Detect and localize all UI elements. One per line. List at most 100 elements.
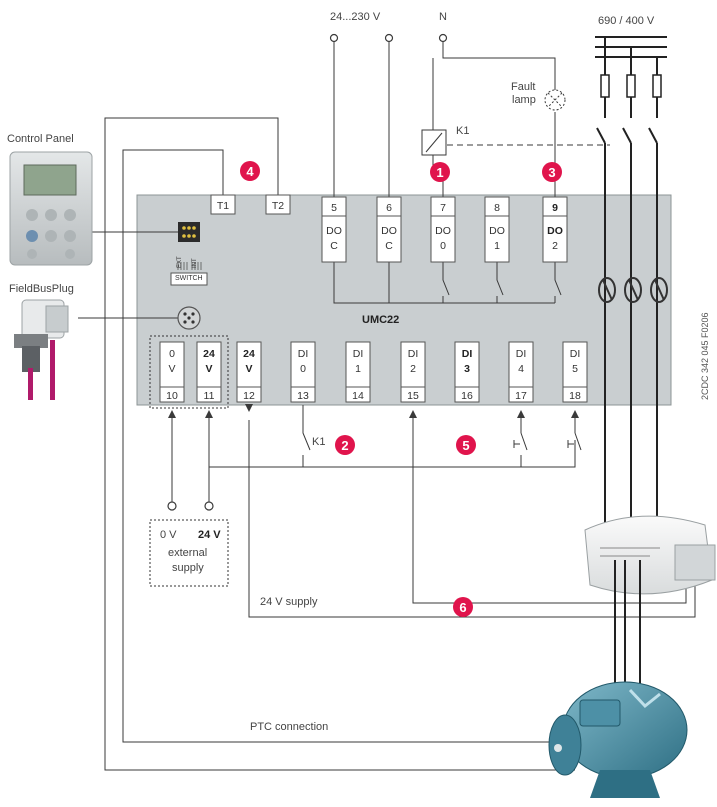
mains-busbars xyxy=(595,36,667,561)
terminal-18-line1: DI xyxy=(570,348,581,360)
terminal-18-line2: 5 xyxy=(572,363,578,375)
terminal-16-line1: DI xyxy=(462,348,473,360)
terminal-8-num: 8 xyxy=(494,202,500,214)
terminal-14-num: 14 xyxy=(352,390,364,402)
terminal-13: DI 0 13 xyxy=(290,341,316,403)
badge-3: 3 xyxy=(542,162,562,182)
terminal-6-line2: C xyxy=(385,240,393,252)
terminal-5-line1: DO xyxy=(326,225,342,237)
panel-port-icon xyxy=(178,222,200,242)
badge-5: 5 xyxy=(456,435,476,455)
control-panel-device xyxy=(9,151,93,266)
terminal-8-line1: DO xyxy=(489,225,505,237)
terminal-8-line2: 1 xyxy=(494,240,500,252)
fault-lamp-label-2: lamp xyxy=(512,94,536,106)
badge-3-label: 3 xyxy=(548,165,555,180)
switch-label: SWITCH xyxy=(175,275,203,282)
terminal-15: DI 2 15 xyxy=(400,341,426,403)
badge-2-label: 2 xyxy=(341,438,348,453)
terminal-12-num: 12 xyxy=(243,390,255,402)
terminal-t2: T2 xyxy=(265,194,291,215)
terminal-13-num: 13 xyxy=(297,390,309,402)
current-transformer xyxy=(584,515,716,595)
terminal-14-line1: DI xyxy=(353,348,364,360)
terminal-t2-label: T2 xyxy=(272,200,284,212)
terminal-18: DI 5 18 xyxy=(562,341,588,403)
terminal-15-line1: DI xyxy=(408,348,419,360)
terminal-17-line1: DI xyxy=(516,348,527,360)
mains-voltage-label: 690 / 400 V xyxy=(598,15,655,27)
terminal-17-line2: 4 xyxy=(518,363,524,375)
control-panel-label: Control Panel xyxy=(7,133,74,145)
neutral-label: N xyxy=(439,11,447,23)
terminal-10-num: 10 xyxy=(166,390,178,402)
relay-k1-label: K1 xyxy=(456,125,469,137)
motor-cables xyxy=(614,560,641,700)
terminal-14-line2: 1 xyxy=(355,363,361,375)
fieldbus-plug-device xyxy=(14,299,69,400)
badge-4: 4 xyxy=(240,161,260,181)
wires xyxy=(78,40,696,771)
terminal-14: DI 1 14 xyxy=(345,341,371,403)
terminal-7-line1: DO xyxy=(435,225,451,237)
terminal-5-line2: C xyxy=(330,240,338,252)
terminal-arrows xyxy=(168,404,579,418)
terminal-t1: T1 xyxy=(210,194,236,215)
terminal-8: 8 DO 1 xyxy=(484,196,510,263)
motor-icon xyxy=(548,681,688,798)
terminal-16-line2: 3 xyxy=(464,363,470,375)
switch-ext-label: EXT xyxy=(177,256,183,268)
current-loops xyxy=(598,277,668,303)
terminal-9: 9 DO 2 xyxy=(542,196,568,263)
terminal-18-num: 18 xyxy=(569,390,581,402)
terminal-6: 6 DO C xyxy=(376,196,402,263)
terminal-7: 7 DO 0 xyxy=(430,196,456,263)
ext-int-switch xyxy=(170,262,208,286)
terminal-13-line2: 0 xyxy=(300,363,306,375)
external-supply-box xyxy=(149,519,229,587)
badge-2: 2 xyxy=(335,435,355,455)
ext-supply-24v-label: 24 V xyxy=(198,529,221,541)
badge-1: 1 xyxy=(430,162,450,182)
supply-terminal-group xyxy=(149,335,229,409)
switch-int-label: INT xyxy=(192,258,198,268)
terminal-13-line1: DI xyxy=(298,348,309,360)
terminal-9-line1: DO xyxy=(547,225,563,237)
ext-supply-label-2: supply xyxy=(172,562,204,574)
supply-terminals xyxy=(167,33,448,511)
ext-supply-label-1: external xyxy=(168,547,207,559)
fault-lamp-icon xyxy=(544,89,566,111)
terminal-16-num: 16 xyxy=(461,390,473,402)
device-name-label: UMC22 xyxy=(362,314,399,326)
terminal-10: 0 V 10 xyxy=(159,341,185,403)
terminal-9-num: 9 xyxy=(552,202,558,214)
badge-6-label: 6 xyxy=(459,600,466,615)
terminal-10-line2: V xyxy=(168,363,175,375)
pushbutton-di5-icon xyxy=(567,432,582,467)
document-code-label: 2CDC 342 045 F0206 xyxy=(700,312,710,400)
terminal-12-line2: V xyxy=(245,363,252,375)
badge-1-label: 1 xyxy=(436,165,443,180)
badge-4-label: 4 xyxy=(246,164,254,179)
ac-supply-label: 24...230 V xyxy=(330,11,381,23)
ext-supply-0v-label: 0 V xyxy=(160,529,177,541)
terminal-12: 24 V 12 xyxy=(236,341,262,403)
terminal-9-line2: 2 xyxy=(552,240,558,252)
terminal-11-line2: V xyxy=(205,363,212,375)
fieldbus-port-icon xyxy=(177,306,201,330)
terminal-t1-label: T1 xyxy=(217,200,229,212)
terminal-5-num: 5 xyxy=(331,202,337,214)
fieldbus-plug-label: FieldBusPlug xyxy=(9,283,74,295)
terminal-17: DI 4 17 xyxy=(508,341,534,403)
terminal-15-line2: 2 xyxy=(410,363,416,375)
terminal-12-line1: 24 xyxy=(243,348,255,360)
badge-5-label: 5 xyxy=(462,438,469,453)
k1-contact-label: K1 xyxy=(312,436,325,448)
terminal-17-num: 17 xyxy=(515,390,527,402)
pushbutton-di4-icon xyxy=(513,432,528,451)
terminal-15-num: 15 xyxy=(407,390,419,402)
terminal-7-line2: 0 xyxy=(440,240,446,252)
ptc-connection-label: PTC connection xyxy=(250,721,328,733)
terminal-10-line1: 0 xyxy=(169,348,175,360)
